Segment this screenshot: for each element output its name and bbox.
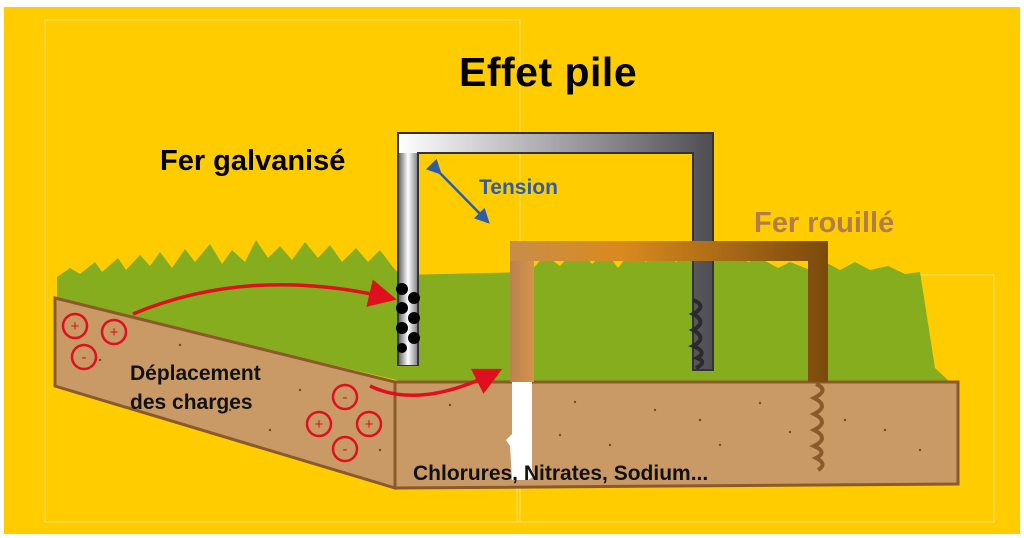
positive-charge <box>305 410 333 438</box>
rusty-spring <box>809 382 825 472</box>
tension-arrow <box>425 158 490 224</box>
rusty-iron-stake <box>506 241 828 480</box>
rusty-iron-label: Fer rouillé <box>754 207 895 239</box>
charge-sign: - <box>343 389 348 406</box>
charge-sign: + <box>365 416 374 433</box>
charge-sign: + <box>315 416 324 433</box>
charge-movement-label: Déplacement des charges <box>130 359 261 417</box>
charge-sign: - <box>343 441 348 458</box>
galvanized-spring <box>688 298 705 370</box>
charge-sign: + <box>71 318 80 335</box>
negative-charge <box>331 435 359 463</box>
negative-charge <box>70 343 98 371</box>
positive-charge <box>61 312 89 340</box>
galvanized-iron-stake <box>396 132 714 371</box>
galvanized-iron-label: Fer galvanisé <box>160 145 346 177</box>
diagram-canvas: + + - - + + - Effet pile Fer galvanisé T… <box>4 7 1020 534</box>
positive-charge <box>355 410 383 438</box>
grass-field <box>57 240 950 382</box>
positive-charge <box>100 318 128 346</box>
ions-label: Chlorures, Nitrates, Sodium... <box>413 462 709 485</box>
diagram-title: Effet pile <box>459 49 638 95</box>
charge-sign: - <box>82 349 87 366</box>
soil-front <box>393 380 960 490</box>
corroded-end <box>506 382 535 480</box>
charge-movement-line-1: Déplacement <box>130 362 261 385</box>
diagram-illustration: + + - - + + - <box>44 19 995 523</box>
negative-charge <box>331 383 359 411</box>
tension-label: Tension <box>479 176 558 199</box>
charge-sign: + <box>110 324 119 341</box>
corrosion-pits <box>396 283 420 353</box>
soil-speckles <box>98 343 922 452</box>
charge-arrow-lower <box>369 368 503 397</box>
charge-arrow-upper <box>132 279 397 316</box>
charge-movement-line-2: des charges <box>130 391 253 414</box>
